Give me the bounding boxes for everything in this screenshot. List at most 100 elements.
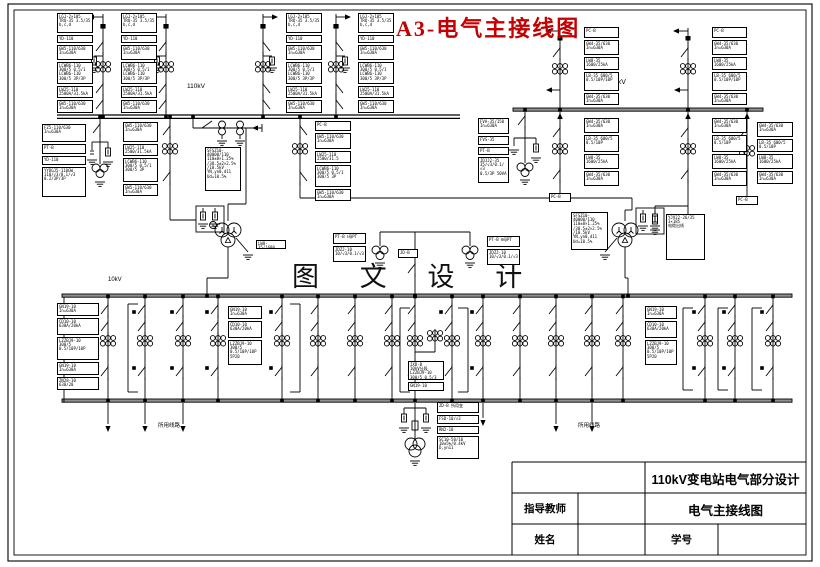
- equipment-label-box: CD10-10 630A/20kA: [228, 321, 262, 338]
- svg-text:A: A: [211, 223, 214, 228]
- title-block-drawing-title: 电气主接线图: [687, 504, 763, 518]
- equipment-label-box: GN19-10: [408, 382, 444, 391]
- equipment-label-box: YD-110: [358, 35, 394, 43]
- equipment-label-box: LW8-35 1600/25kA: [584, 57, 619, 70]
- equipment-label-box: YYDGJ5-110GW 110/√3/0.1/√3 0.2/3P/3P: [42, 167, 86, 197]
- equipment-label-box: LCWB6-110 300/5 0.5/1 LCWB6-110 300/5 3P…: [286, 62, 322, 84]
- equipment-label-box: LW25-110 2500A/31.5kA: [121, 86, 157, 98]
- equipment-label-box: LW25-110 2500/31.5: [315, 151, 351, 163]
- voltage-label-110kv: 110kV: [187, 83, 205, 90]
- equipment-label-box: YD-110: [286, 35, 322, 43]
- equipment-label-box: LGJ-2×185 TRQ-35 3.5/35 b,c,d: [358, 13, 394, 33]
- equipment-label-box: GW4-35/630 In=630A: [757, 122, 793, 137]
- equipment-label-box: FVS-35: [478, 136, 509, 145]
- watermark-text: 图 文 设 计: [292, 262, 540, 292]
- equipment-label-box: LB-35 600/5 0.5/10P: [757, 139, 793, 152]
- equipment-label-box: LGJ-2×185 TRQ-35 3.5/35 b,c,d: [121, 13, 157, 33]
- equipment-label-box: LW25-110 2500A/31.5kA: [358, 86, 394, 98]
- equipment-label-box: PT-B Ⅰ母PT: [333, 233, 366, 244]
- equipment-label-box: LZZBJ9-10 300/5 0.5/10P/10P 5P20: [228, 340, 262, 365]
- equipment-label-box: JXD-B 10kV分段 LZZBJ9-10 300/5 0.5/3: [408, 361, 444, 380]
- equipment-label-box: LW8-35 1600/25kA: [757, 154, 793, 169]
- equipment-label-box: LGJ-2×185 TRQ-35 3.5/35 b,c,d: [286, 13, 322, 33]
- equipment-label-box: LCWB6-110 300/5 0.5/1 LCWB6-110 300/5 3P…: [358, 62, 394, 84]
- equipment-label-box: PT-B: [478, 147, 509, 155]
- equipment-label-box: GW5-110/630 In=630A: [286, 100, 322, 113]
- equipment-label-box: GW4-35/630 In=630A: [712, 93, 747, 105]
- equipment-label-box: FSD-10/√3: [437, 415, 479, 424]
- title-block-name-label: 姓名: [534, 534, 556, 546]
- equipment-label-box: LB-35 600/5 0.5/10P: [712, 135, 747, 152]
- equipment-label-box: LW25-110 2500/31.5kA: [123, 144, 158, 156]
- equipment-label-box: LZZBJ9-10 300/5 0.5/10P/10P 5P20: [645, 340, 677, 365]
- equipment-label-box: GW5-110/630 In=630A: [121, 100, 157, 113]
- equipment-label-box: LCWB6-110 300/5 0.5/1 300/5 3P: [123, 158, 158, 182]
- title-block-project: 110kV变电站电气部分设计: [651, 473, 800, 487]
- voltage-label-10kv: 10kV: [108, 277, 122, 283]
- equipment-label-box: PC-B: [736, 196, 758, 205]
- outgoing-lines-label-right: 所用线路: [578, 423, 601, 429]
- equipment-label-box: LW8-35/1600: [256, 240, 286, 249]
- equipment-label-box: LW25-110 2500A/31.5kA: [57, 86, 93, 98]
- equipment-label-box: PT-B: [42, 144, 86, 154]
- equipment-label-box: SFSZ10-40000/110 110±8×1.25% /38.5±2×2.5…: [205, 147, 241, 191]
- equipment-label-box: GN19-10 In=630A: [645, 306, 677, 319]
- equipment-label-box: GW4-35/630 In=630A: [712, 171, 747, 186]
- equipment-label-box: GW4-35/630 In=630A: [584, 171, 619, 186]
- equipment-label-box: PC-B: [584, 27, 619, 38]
- equipment-label-box: LW8-35 1600/25kA: [584, 154, 619, 169]
- equipment-label-box: GW5-110/630 In=630A: [123, 184, 158, 196]
- equipment-label-box: GW4-35/630 In=630A: [757, 171, 793, 184]
- equipment-label-box: ZN28-10 630/20: [57, 377, 99, 390]
- equipment-label-box: LCWB6-110 300/5 0.5/1 300/5 3P: [315, 165, 351, 187]
- equipment-label-box: PC-B: [315, 121, 351, 131]
- title-block-advisor-label: 指导教师: [524, 503, 566, 515]
- equipment-label-box: LB-35 600/5 0.5/10P/10P: [712, 72, 747, 91]
- equipment-label-box: GW5-110/630 In=630A: [315, 133, 351, 149]
- equipment-label-box: LB-35 600/5 0.5/10P: [584, 135, 619, 152]
- equipment-label-box: GW5-110/630 In=630A: [315, 189, 351, 201]
- equipment-label-box: YD-110: [57, 35, 93, 43]
- equipment-label-box: GW5-110/630 In=630A: [358, 45, 394, 60]
- equipment-label-box: JDZJ-10 10/√3/0.1/√3: [333, 246, 366, 262]
- equipment-label-box: JDJJ2-35 35/√3/0.1/√3 0.5/3P 50VA: [478, 157, 509, 183]
- equipment-label-box: JD-B: [398, 249, 418, 258]
- equipment-label-box: CD10-10 630A/20kA: [645, 321, 677, 338]
- equipment-label-box: LW25-110 2500A/31.5kA: [286, 86, 322, 98]
- equipment-label-box: JDZJ-10 10/√3/0.1/√3: [487, 249, 520, 265]
- equipment-label-box: LZZBJ9-10 300/5 0.5/10P/10P: [57, 337, 99, 360]
- equipment-label-box: PC-B: [549, 193, 571, 202]
- equipment-label-box: FVA-35/150 In=630A: [478, 118, 509, 134]
- equipment-label-box: YD-110: [121, 35, 157, 43]
- equipment-label-box: GW5-110/630 In=630A: [121, 45, 157, 60]
- equipment-label-box: YD-110: [42, 156, 86, 165]
- equipment-label-box: LCWB6-110 300/5 0.5/1 LCWB6-110 300/5 3P…: [57, 62, 93, 84]
- equipment-label-box: CD10-10 630A/20kA: [57, 318, 99, 335]
- equipment-label-box: LCWB6-110 300/5 0.5/1 LCWB6-110 300/5 3P…: [121, 62, 157, 84]
- equipment-label-box: LW8-35 1600/25kA: [712, 154, 747, 169]
- equipment-label-box: GW4-35/630 In=630A: [584, 40, 619, 55]
- equipment-label-box: YJV22-26/35 3×185 电缆出线: [666, 214, 705, 260]
- equipment-label-box: PC-B: [712, 27, 747, 38]
- equipment-label-box: RN2-10: [437, 426, 479, 434]
- equipment-label-box: GW4-35/630 In=630A: [584, 118, 619, 133]
- equipment-label-box: GW4-35/630 In=630A: [712, 40, 747, 55]
- equipment-label-box: GW4-35/630 In=630A: [584, 93, 619, 105]
- equipment-label-box: GW4-35/630 In=630A: [712, 118, 747, 133]
- equipment-label-box: ZD-B 所用变: [437, 402, 479, 413]
- title-block-student-id-label: 学号: [671, 534, 692, 546]
- equipment-label-box: GN19-10 In=630A: [228, 306, 262, 319]
- equipment-label-box: GW5-110/630 In=630A: [57, 45, 93, 60]
- outgoing-lines-label-left: 所用线路: [158, 423, 181, 429]
- equipment-label-box: LGJ-2×185 TRQ-35 3.5/35 b,c,d: [57, 13, 93, 33]
- equipment-label-box: SFSZ10-40000/110 110±8×1.25% /38.5±2×2.5…: [571, 212, 608, 250]
- equipment-label-box: GW5-110/630 In=630A: [286, 45, 322, 60]
- equipment-label-box: GW5-110/630 In=630A: [358, 100, 394, 113]
- sheet-title: A3-电气主接线图: [396, 16, 581, 41]
- equipment-label-box: SC10-50/10 10±5%/0.4kV D,yn11: [437, 436, 479, 459]
- equipment-label-box: FZ5-110/630 In=630A: [42, 124, 86, 142]
- equipment-label-box: GN19-10 In=630A: [57, 303, 99, 316]
- equipment-label-box: GN19-10 In=630A: [57, 362, 99, 375]
